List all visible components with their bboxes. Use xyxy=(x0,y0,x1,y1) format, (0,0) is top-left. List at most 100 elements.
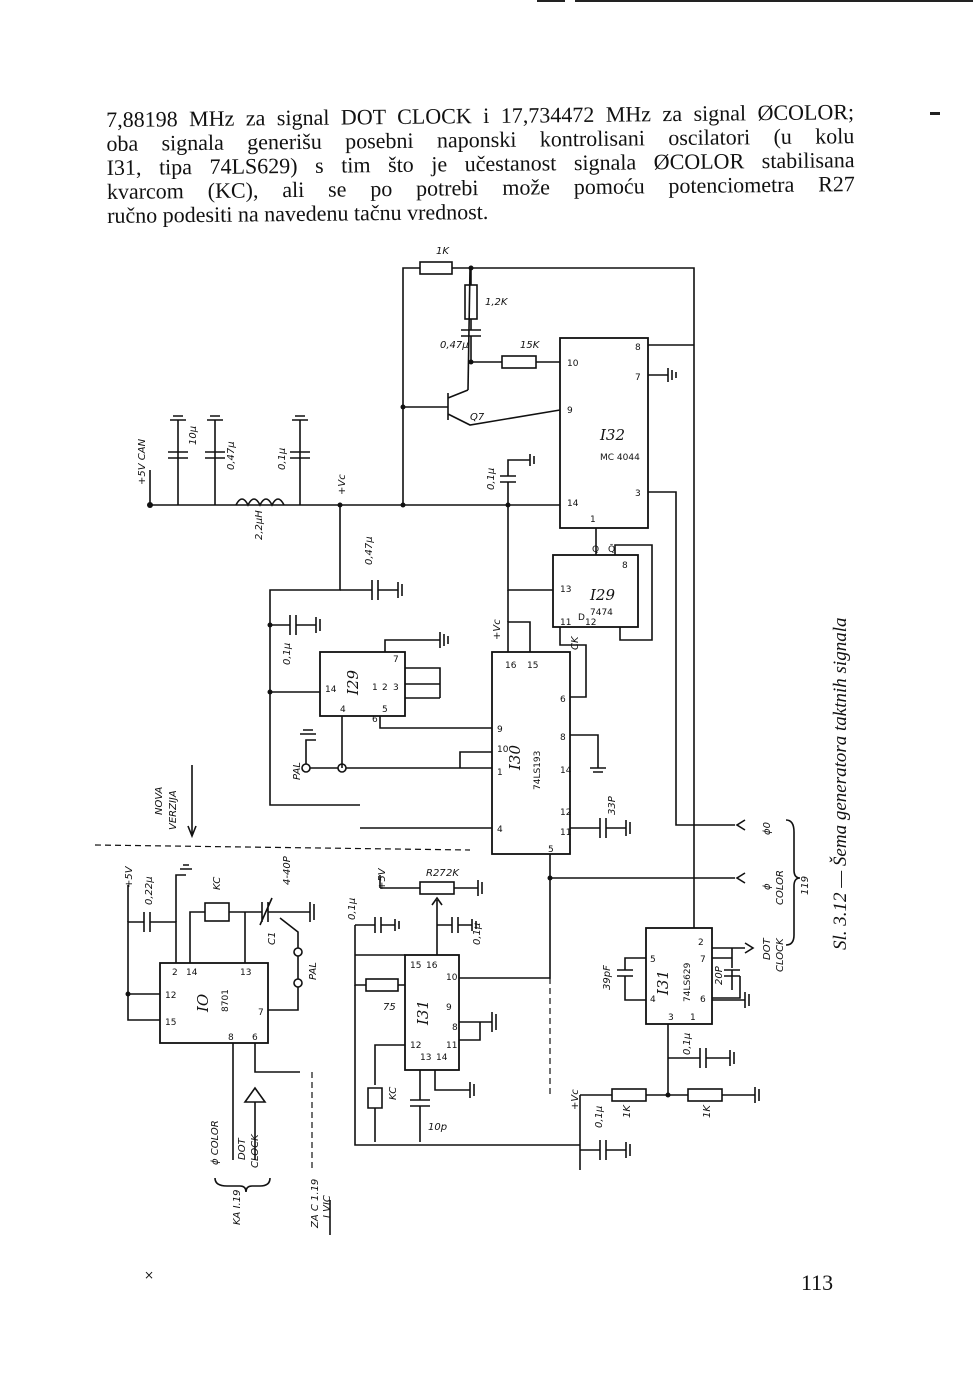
chip-i30-label: I30 xyxy=(506,745,524,771)
pin-label: 10 xyxy=(567,359,579,369)
crystal-kc2 xyxy=(367,1044,405,1142)
pin-label: 14 xyxy=(560,766,572,776)
pin-label: 9 xyxy=(446,1003,452,1013)
pin-label: 7 xyxy=(393,655,399,665)
pin-label: 8 xyxy=(635,343,641,353)
capacitor-0-1u-c xyxy=(270,615,321,635)
crystal-kc xyxy=(204,902,230,922)
ground-symbol xyxy=(570,734,606,773)
phi-color-wire xyxy=(549,854,735,879)
pin-label: 13 xyxy=(240,968,251,978)
capacitor-0-1u-a-label: 0,1µ xyxy=(277,448,288,470)
chip-i30-part: 74LS193 xyxy=(533,751,543,790)
left-clock-label: CLOCK xyxy=(250,1133,261,1168)
pin-label: 4 xyxy=(497,825,503,835)
resistor-1k-c xyxy=(687,1088,723,1102)
chip-i31a-label: I31 xyxy=(414,1000,432,1026)
wire xyxy=(405,667,441,699)
capacitor-0-22u-label: 0,22µ xyxy=(144,876,155,905)
capacitor-10u-label: 10µ xyxy=(188,426,199,445)
inverter xyxy=(232,1043,300,1108)
ground-symbol xyxy=(459,1012,497,1041)
r27-label: R27 xyxy=(426,868,446,879)
capacitor-0-1u-f-label: 0,1µ xyxy=(682,1033,693,1055)
pin-label: 1 xyxy=(590,515,596,525)
resistor-15k-label: 15K xyxy=(520,340,541,351)
pin-label: 14 xyxy=(325,685,337,695)
wire xyxy=(507,621,531,652)
pin-label: D xyxy=(578,613,585,623)
junction xyxy=(147,502,153,508)
pin-label: 2 xyxy=(382,683,388,693)
pin-label: 12 xyxy=(585,618,596,628)
junction xyxy=(400,404,406,410)
resistor-15k xyxy=(501,355,537,369)
wire xyxy=(354,984,580,1146)
resistor-1k-top-label: 1K xyxy=(436,246,450,257)
pin-label: 13 xyxy=(560,585,571,595)
stray-mark: × xyxy=(144,1268,155,1282)
left-ref-label: KA I.19 xyxy=(232,1190,243,1225)
resistor-75-label: 75 xyxy=(383,1002,396,1013)
pin-label: 2 xyxy=(172,968,178,978)
ck-wire xyxy=(559,627,587,698)
resistor-1k-top xyxy=(419,261,453,275)
capacitor-10p-label: 10p xyxy=(428,1122,447,1133)
pin-label: 12 xyxy=(410,1041,421,1051)
pin-label: 8 xyxy=(452,1023,458,1033)
resistor-1-2k-label: 1,2K xyxy=(485,297,509,308)
left-ref2b-label: I VIC xyxy=(322,1195,333,1218)
pin-label: 6 xyxy=(560,695,566,705)
wire xyxy=(467,267,471,391)
pin-label: 11 xyxy=(446,1041,457,1051)
capacitor-10u xyxy=(168,415,188,459)
junction xyxy=(125,991,131,997)
trimmer-label: 4-40P xyxy=(282,855,293,885)
top-rule-short xyxy=(537,0,565,2)
pin-label: 15 xyxy=(527,661,538,671)
chip-io-part: 8701 xyxy=(221,989,231,1012)
pin-label: 7 xyxy=(258,1008,264,1018)
chip-i32-part: MC 4044 xyxy=(600,453,640,463)
pal2-label: PAL xyxy=(308,962,319,980)
pin-label: 11 xyxy=(560,618,571,628)
capacitor-0-1u-e xyxy=(437,917,477,933)
pin-label: 10 xyxy=(446,973,458,983)
capacitor-0-1u-g-label: 0,1µ xyxy=(594,1106,605,1128)
pin-label: 9 xyxy=(497,725,503,735)
capacitor-0-1u-e-label: 0,1µ xyxy=(472,923,483,945)
capacitor-0-1u-d-label: 0,1µ xyxy=(347,898,358,920)
capacitor-0-47u-c xyxy=(340,580,403,600)
wire xyxy=(379,875,420,889)
color-label: COLOR xyxy=(775,870,786,905)
pin-label: 3 xyxy=(393,683,399,693)
r27-value-label: 2K xyxy=(446,868,460,879)
pal-jumper-terminal xyxy=(301,763,311,773)
pin-label: 7 xyxy=(635,373,641,383)
pal2-jumper-terminal xyxy=(293,978,303,988)
pin-label: 6 xyxy=(372,715,378,725)
capacitor-0-1u-a xyxy=(290,415,310,459)
left-brace xyxy=(214,1177,271,1193)
chip-i32-label: I32 xyxy=(599,426,625,444)
crystal-kc-label: KC xyxy=(212,877,223,890)
vc-down-wire xyxy=(269,505,360,806)
arrow xyxy=(735,872,746,884)
chip-i29b-label: I29 xyxy=(344,670,362,696)
pin-label: 16 xyxy=(505,661,517,671)
pin-label: 3 xyxy=(668,1013,674,1023)
capacitor-0-47u-b-label: 0,47µ xyxy=(226,441,237,470)
margin-mark xyxy=(930,112,940,115)
chip-i31b-label: I31 xyxy=(654,970,672,996)
pin-label: 6 xyxy=(252,1033,258,1043)
potentiometer-r27 xyxy=(419,881,455,895)
capacitor-20p-label: 20P xyxy=(714,965,725,985)
pin-label: 14 xyxy=(186,968,198,978)
pin-label: 12 xyxy=(165,991,176,1001)
capacitor-39pf-label: 39pF xyxy=(602,965,613,990)
capacitor-0-1u-g xyxy=(580,1140,631,1160)
ground-symbol xyxy=(434,1070,475,1098)
capacitor-0-1u-b-label: 0,1µ xyxy=(486,468,497,490)
pin-label: 15 xyxy=(410,961,421,971)
output-brace xyxy=(785,819,801,946)
